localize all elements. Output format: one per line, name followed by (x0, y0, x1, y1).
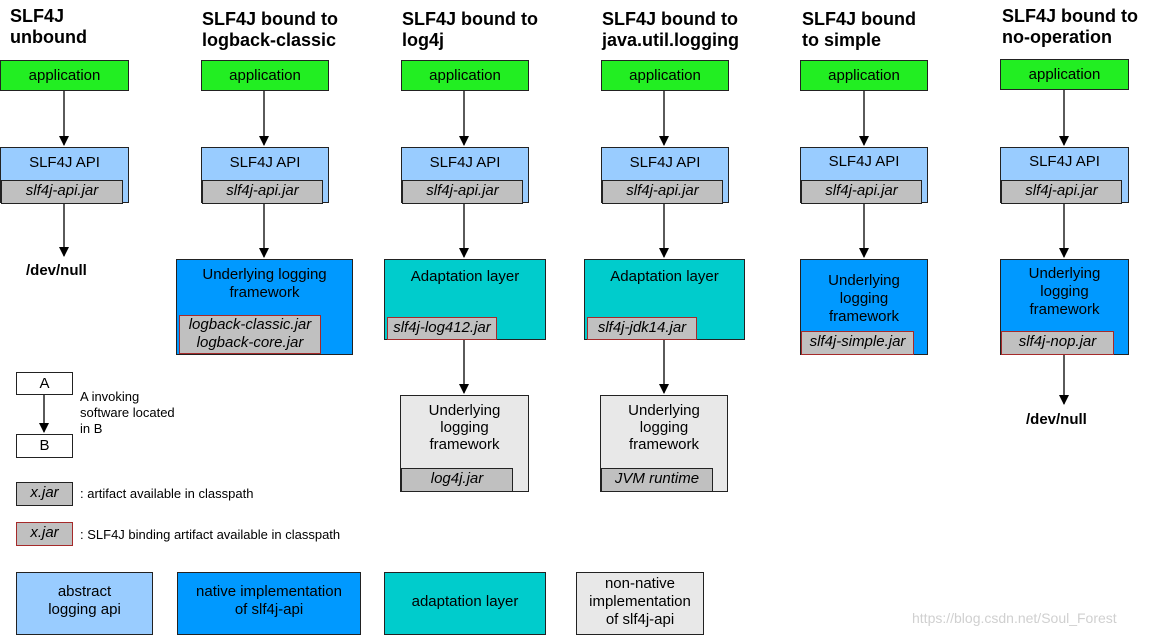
api-jar: slf4j-api.jar (202, 180, 323, 204)
application-box: application (401, 60, 529, 91)
column-title: SLF4J bound to java.util.logging (602, 9, 740, 50)
application-label: application (629, 67, 701, 84)
api-label: SLF4J API (1029, 153, 1100, 170)
dev-null-label: /dev/null (1026, 411, 1087, 428)
api-label: SLF4J API (29, 154, 100, 171)
api-jar: slf4j-api.jar (402, 180, 523, 204)
framework-label: Underlying logging framework (828, 272, 900, 325)
adaptation-label: Adaptation layer (410, 268, 520, 285)
legend-swatch-label: adaptation layer (411, 593, 519, 610)
legend-swatch-label: native implementation of slf4j-api (196, 583, 342, 618)
legend-artifact-text: : artifact available in classpath (80, 486, 254, 501)
legend-swatch-native: native implementation of slf4j-api (177, 572, 361, 635)
column-title: SLF4J bound to simple (802, 9, 916, 50)
framework-label: Underlying logging framework (628, 402, 700, 453)
api-jar: slf4j-api.jar (801, 180, 922, 204)
application-label: application (229, 67, 301, 84)
api-label: SLF4J API (828, 153, 900, 170)
framework-label: Underlying logging framework (202, 266, 327, 301)
column-title: SLF4J unbound (10, 6, 87, 47)
legend-binding-jar: x.jar (16, 522, 73, 546)
column-title: SLF4J bound to log4j (402, 9, 538, 50)
api-jar: slf4j-api.jar (1, 180, 123, 204)
framework-jar: slf4j-nop.jar (1001, 331, 1114, 355)
dev-null-label: /dev/null (26, 262, 87, 279)
api-jar: slf4j-api.jar (602, 180, 723, 204)
legend-swatch-abstract: abstract logging api (16, 572, 153, 635)
framework-label: Underlying logging framework (1028, 265, 1101, 318)
legend-artifact-jar: x.jar (16, 482, 73, 506)
slf4j-api-box: SLF4J API slf4j-api.jar (601, 147, 729, 204)
slf4j-api-box: SLF4J API slf4j-api.jar (401, 147, 529, 204)
watermark: https://blog.csdn.net/Soul_Forest (912, 610, 1117, 626)
legend-swatch-adaptation: adaptation layer (384, 572, 546, 635)
column-title: SLF4J bound to logback-classic (202, 9, 338, 50)
slf4j-api-box: SLF4J API slf4j-api.jar (0, 147, 129, 204)
framework-box: Underlying logging framework logback-cla… (176, 259, 353, 355)
adaptation-layer-box: Adaptation layer slf4j-log412.jar (384, 259, 546, 340)
framework-jar: JVM runtime (601, 468, 713, 492)
framework-jar: log4j.jar (401, 468, 513, 492)
api-label: SLF4J API (629, 154, 701, 171)
api-label: SLF4J API (229, 154, 301, 171)
adaptation-jar: slf4j-log412.jar (387, 317, 497, 340)
application-box: application (601, 60, 729, 91)
legend-invoking-text: A invoking software located in B (80, 389, 175, 436)
framework-label: Underlying logging framework (428, 402, 501, 453)
adaptation-layer-box: Adaptation layer slf4j-jdk14.jar (584, 259, 745, 340)
legend-swatch-label: abstract logging api (48, 583, 121, 618)
adaptation-label: Adaptation layer (610, 268, 719, 285)
api-label: SLF4J API (429, 154, 501, 171)
application-box: application (800, 60, 928, 91)
slf4j-api-box: SLF4J API slf4j-api.jar (1000, 147, 1129, 204)
application-label: application (28, 67, 101, 84)
api-jar: slf4j-api.jar (1001, 180, 1122, 204)
slf4j-api-box: SLF4J API slf4j-api.jar (800, 147, 928, 204)
framework-box: Underlying logging framework log4j.jar (400, 395, 529, 492)
legend-swatch-label: non-native implementation of slf4j-api (589, 575, 691, 628)
adaptation-jar: slf4j-jdk14.jar (587, 317, 697, 340)
application-box: application (201, 60, 329, 91)
framework-box: Underlying logging framework JVM runtime (600, 395, 728, 492)
slf4j-api-box: SLF4J API slf4j-api.jar (201, 147, 329, 204)
application-label: application (429, 67, 501, 84)
application-box: application (1000, 59, 1129, 90)
legend-box-b: B (16, 434, 73, 458)
legend-box-a: A (16, 372, 73, 395)
framework-jar: slf4j-simple.jar (801, 331, 914, 355)
application-label: application (828, 67, 900, 84)
column-title: SLF4J bound to no-operation (1002, 6, 1138, 47)
legend-binding-text: : SLF4J binding artifact available in cl… (80, 527, 341, 542)
framework-box: Underlying logging framework slf4j-nop.j… (1000, 259, 1129, 355)
framework-box: Underlying logging framework slf4j-simpl… (800, 259, 928, 355)
application-label: application (1028, 66, 1101, 83)
legend-swatch-non-native: non-native implementation of slf4j-api (576, 572, 704, 635)
framework-jar: logback-classic.jar logback-core.jar (179, 315, 321, 354)
application-box: application (0, 60, 129, 91)
